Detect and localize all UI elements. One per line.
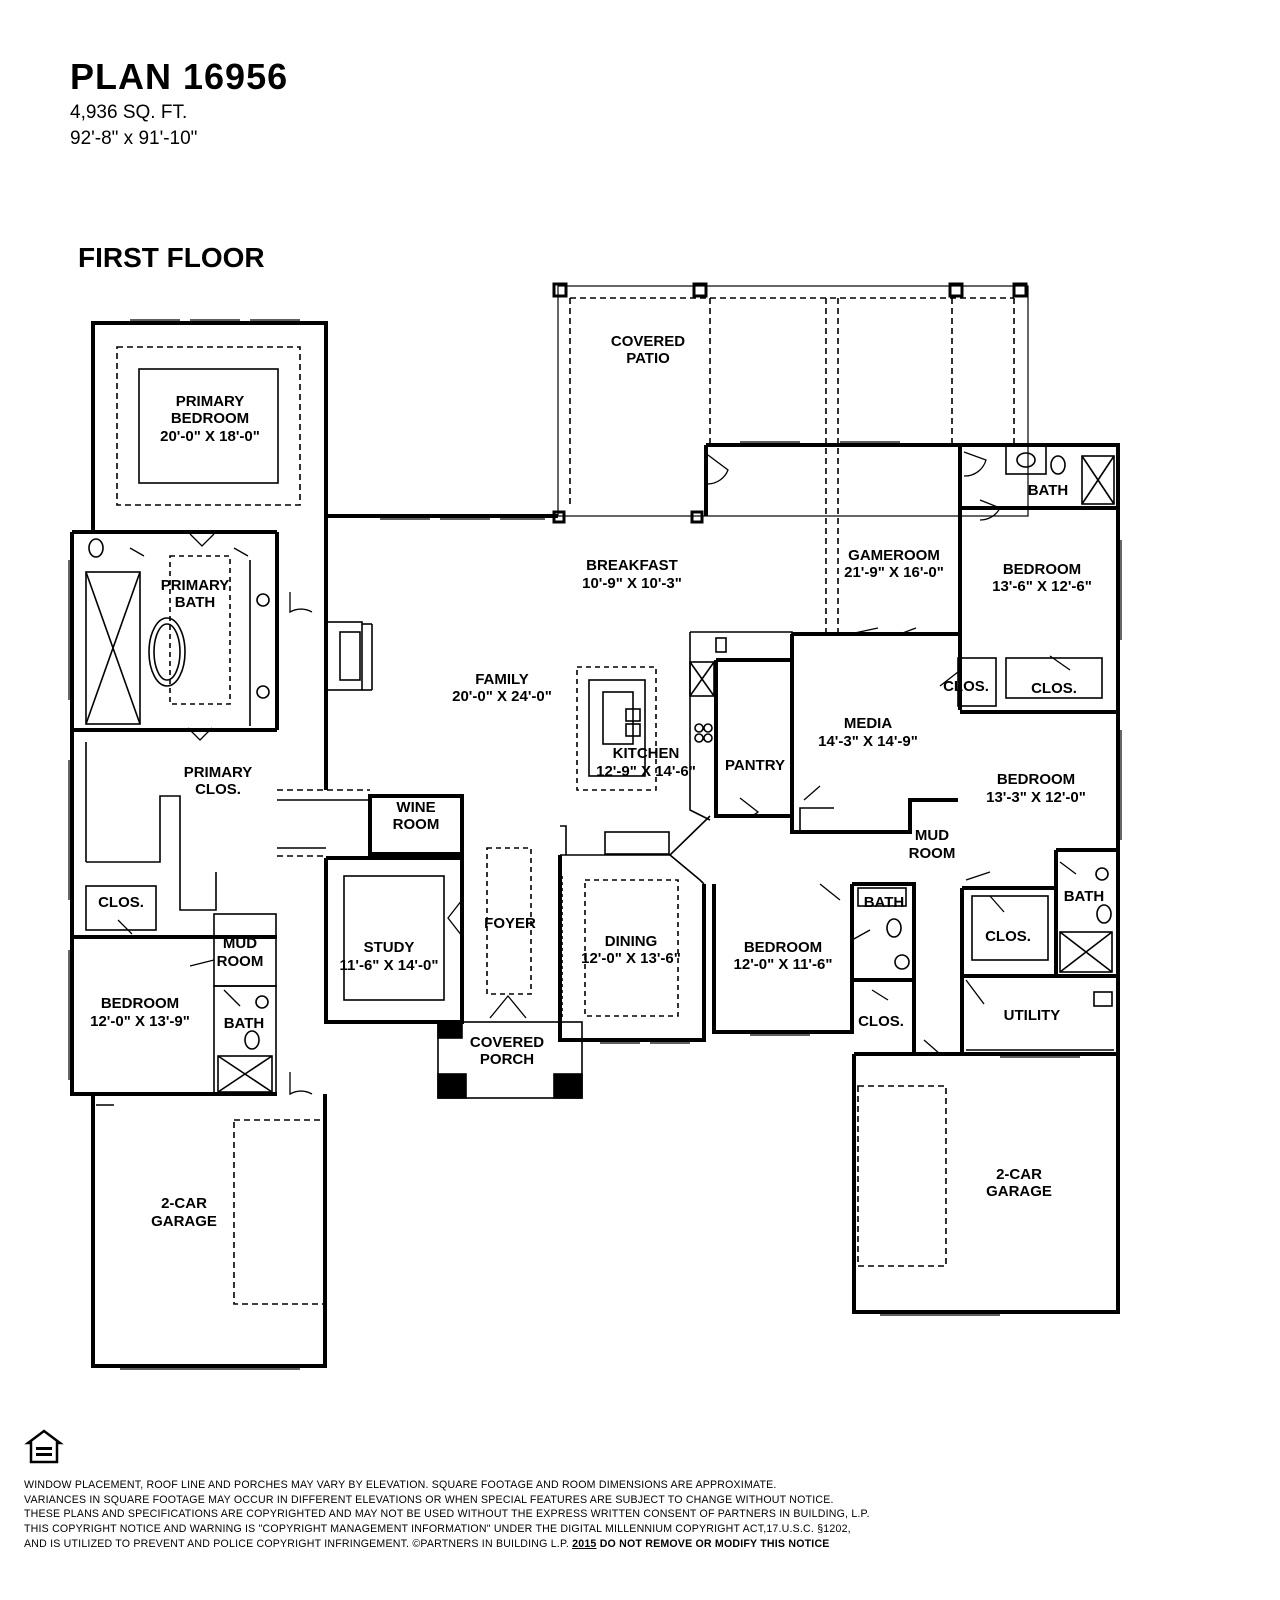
garage-e-label-2: GARAGE [986,1183,1052,1200]
primary-bath-label: PRIMARY [161,577,230,594]
bath-w-label: BATH [224,1015,265,1032]
clos-c-label: CLOS. [858,1013,904,1030]
breakfast-size: 10'-9" X 10'-3" [582,575,682,592]
garage-e-label: 2-CAR [996,1166,1042,1183]
family-label: FAMILY [475,671,529,688]
covered-patio-label: COVERED [611,333,685,350]
primary-clos-label-2: CLOS. [195,781,241,798]
primary-clos-label: PRIMARY [184,764,253,781]
bedroom-c-label: BEDROOM [744,939,822,956]
covered-patio-label-2: PATIO [626,350,670,367]
bedroom-c-size: 12'-0" X 11'-6" [734,956,833,973]
gameroom-label: GAMEROOM [848,547,940,564]
equal-housing-logo-icon [24,1429,64,1464]
garage-w-label-2: GARAGE [151,1213,217,1230]
square-footage: 4,936 SQ. FT. [70,102,188,123]
bath-c-label: BATH [864,894,905,911]
mud-room-e-label-2: ROOM [909,845,956,862]
plan-title: PLAN 16956 [70,56,289,97]
utility-label: UTILITY [1004,1007,1061,1024]
clos-media-label: CLOS. [943,678,989,695]
exterior-walls [70,321,1120,1368]
disclaimer-line-2: VARIANCES IN SQUARE FOOTAGE MAY OCCUR IN… [24,1493,834,1506]
floor-title: FIRST FLOOR [78,242,265,273]
bedroom-w-label: BEDROOM [101,995,179,1012]
kitchen-label: KITCHEN [613,745,680,762]
primary-bedroom-size: 20'-0" X 18'-0" [160,428,260,445]
primary-bath-label-2: BATH [175,594,216,611]
primary-bedroom-label-2: BEDROOM [171,410,249,427]
disclaimer-line-5: AND IS UTILIZED TO PREVENT AND POLICE CO… [24,1537,1254,1552]
disclaimer-line-1: WINDOW PLACEMENT, ROOF LINE AND PORCHES … [24,1479,777,1491]
bath-e-label: BATH [1064,888,1105,905]
foyer-label: FOYER [484,915,536,932]
wine-room-label-2: ROOM [393,816,440,833]
study-label: STUDY [364,939,415,956]
clos-e-label: CLOS. [985,928,1031,945]
overall-dimensions: 92'-8" x 91'-10" [70,128,198,149]
copyright-year: 2015 [572,1537,597,1550]
bath-ne-label: BATH [1028,482,1069,499]
mud-room-w-label: MUD [223,935,257,952]
bedroom-e-size: 13'-3" X 12'-0" [986,789,1086,806]
family-size: 20'-0" X 24'-0" [452,688,552,705]
pantry-label: PANTRY [725,757,785,774]
media-size: 14'-3" X 14'-9" [818,733,918,750]
mud-room-w-label-2: ROOM [217,953,264,970]
breakfast-label: BREAKFAST [586,557,678,574]
clos-ne-label: CLOS. [1031,680,1077,697]
bedroom-e-label: BEDROOM [997,771,1075,788]
covered-porch-label: COVERED [470,1034,544,1051]
covered-porch-label-2: PORCH [480,1051,534,1068]
dining-label: DINING [605,933,658,950]
floor-plan-drawing: PRIMARY BEDROOM 20'-0" X 18'-0" COVERED … [68,282,1122,1370]
copyright-disclaimer: WINDOW PLACEMENT, ROOF LINE AND PORCHES … [24,1478,1254,1552]
bedroom-ne-label: BEDROOM [1003,561,1081,578]
bedroom-ne-size: 13'-6" X 12'-6" [992,578,1092,595]
mud-room-e-label: MUD [915,827,949,844]
primary-bedroom-label: PRIMARY [176,393,245,410]
clos-w-label: CLOS. [98,894,144,911]
disclaimer-line-3: THESE PLANS AND SPECIFICATIONS ARE COPYR… [24,1508,870,1521]
gameroom-size: 21'-9" X 16'-0" [844,564,944,581]
do-not-remove-notice: DO NOT REMOVE OR MODIFY THIS NOTICE [599,1537,830,1550]
wine-room-label: WINE [396,799,435,816]
study-size: 11'-6" X 14'-0" [340,957,439,974]
bedroom-w-size: 12'-0" X 13'-9" [90,1013,190,1030]
disclaimer-line-5-text: AND IS UTILIZED TO PREVENT AND POLICE CO… [24,1537,569,1550]
disclaimer-line-4: THIS COPYRIGHT NOTICE AND WARNING IS "CO… [24,1523,851,1536]
dining-size: 12'-0" X 13'-6" [581,950,681,967]
media-label: MEDIA [844,715,893,732]
garage-w-label: 2-CAR [161,1195,207,1212]
kitchen-size: 12'-9" X 14'-6" [596,763,696,780]
